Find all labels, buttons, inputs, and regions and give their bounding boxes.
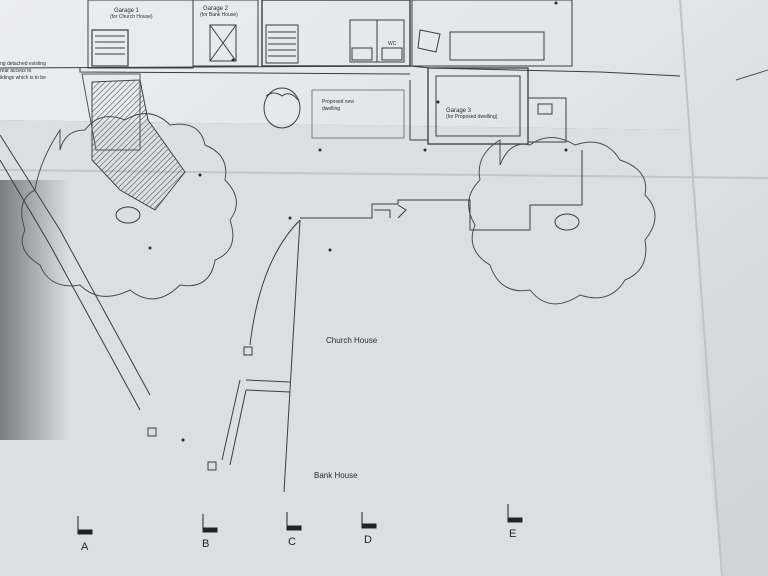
tree-right-canopy bbox=[468, 137, 656, 305]
garage-3-title: Garage 3 bbox=[446, 108, 472, 114]
wc-label: WC bbox=[388, 41, 397, 47]
church-house-label: Church House bbox=[326, 336, 378, 345]
paper-sheet-lower bbox=[0, 120, 722, 576]
garage-1-subtitle: (for Church House) bbox=[110, 14, 153, 20]
section-markers bbox=[77, 504, 523, 535]
fold-vertical bbox=[679, 0, 723, 576]
tree-left-trunk bbox=[115, 206, 141, 224]
bank-house-label: Bank House bbox=[314, 471, 358, 480]
garage-2-title: Garage 2 bbox=[203, 6, 229, 12]
stair-block-2 bbox=[265, 24, 299, 64]
section-marker-c: C bbox=[288, 536, 296, 548]
shrub bbox=[263, 87, 301, 129]
plot-west-line bbox=[283, 219, 301, 493]
plot-curve bbox=[249, 219, 301, 346]
garage-2-outline bbox=[192, 0, 259, 67]
note-line-1: ng detached existing bbox=[0, 61, 46, 67]
note-line-2: rear access to bbox=[0, 68, 32, 74]
section-marker-e: E bbox=[509, 528, 517, 540]
fold-top-right bbox=[735, 69, 768, 81]
top-right-building bbox=[411, 0, 573, 67]
proposed-dwelling-line1: Proposed new bbox=[322, 99, 354, 105]
section-marker-d: D bbox=[364, 534, 372, 546]
garage-2-subtitle: (for Bank House) bbox=[200, 12, 238, 18]
left-shadow bbox=[0, 180, 70, 440]
section-marker-a: A bbox=[81, 541, 89, 553]
note-line-3: ildings which is to be bbox=[0, 75, 46, 81]
church-house-plot bbox=[300, 150, 583, 231]
hatched-area bbox=[91, 79, 186, 211]
section-marker-b: B bbox=[202, 538, 210, 550]
garage-1-title: Garage 1 bbox=[114, 8, 140, 14]
driveway-left bbox=[0, 134, 151, 396]
proposed-dwelling-line2: dwelling bbox=[322, 106, 341, 112]
tree-right-trunk bbox=[554, 213, 580, 231]
garage-3-subtitle: (for Proposed dwelling) bbox=[446, 114, 498, 120]
stair-block-1 bbox=[91, 29, 129, 67]
proposed-dwelling-outline bbox=[311, 89, 405, 139]
garage-2-door bbox=[209, 24, 237, 62]
